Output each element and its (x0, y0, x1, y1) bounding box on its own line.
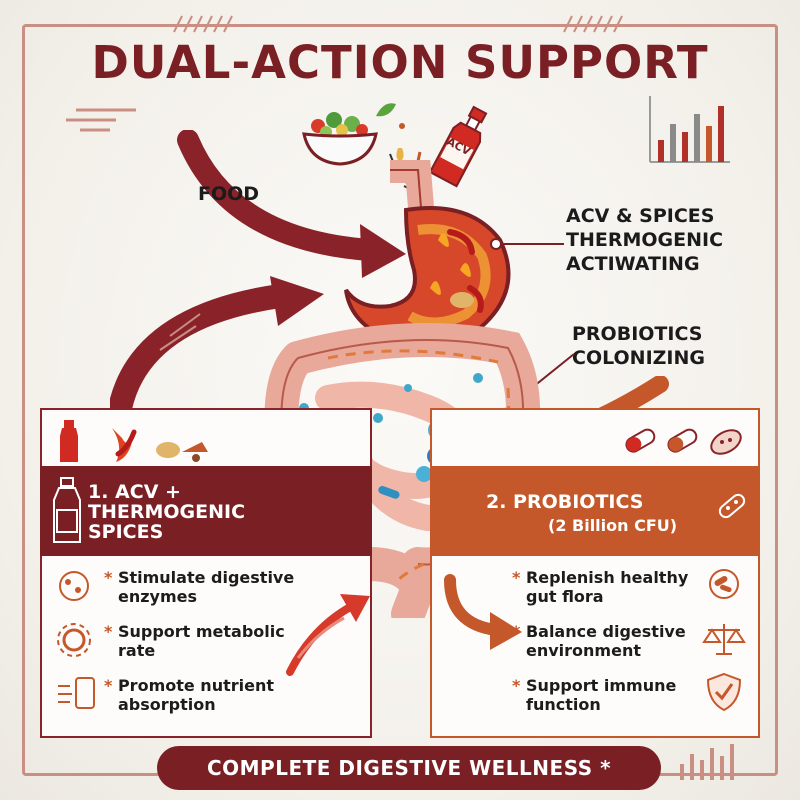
right-bullet-list: * Replenish healthy gut flora * Balance … (512, 568, 712, 718)
food-label: FOOD (198, 183, 260, 205)
right-bullet-1-line-1: Replenish healthy (525, 568, 689, 587)
right-bullet-3: * Support immune function (512, 676, 676, 714)
left-bullet-2-line-2: rate (118, 641, 156, 660)
capsule-bacteria-icons (625, 428, 742, 455)
acv-callout: ACV & SPICES THERMOGENIC ACTIWATING (566, 204, 723, 276)
left-bullet-3-line-2: absorption (118, 695, 216, 714)
acv-callout-line-2: THERMOGENIC (566, 229, 724, 251)
right-bullet-2-line-1: Balance digestive (525, 622, 686, 641)
cycle-arrow-up (110, 276, 324, 416)
left-bullet-1-line-1: Stimulate digestive (117, 568, 295, 587)
page-title: DUAL-ACTION SUPPORT (91, 36, 709, 89)
bullet-marker: * (104, 676, 113, 695)
acv-pointer (490, 238, 564, 250)
right-bullet-3-line-2: function (526, 695, 601, 714)
footer-banner: COMPLETE DIGESTIVE WELLNESS * (157, 746, 661, 790)
bacteria-outline-icon (718, 493, 746, 519)
left-bullet-1-line-2: enzymes (118, 587, 198, 606)
right-panel-header (430, 466, 760, 556)
right-bullet-2-line-2: environment (526, 641, 641, 660)
acv-spice-icons (60, 420, 208, 462)
decor-bar-chart-icon (649, 96, 730, 163)
left-panel-header (40, 466, 372, 556)
left-bullet-2: * Support metabolic rate (104, 622, 285, 660)
bullet-marker: * (104, 568, 113, 587)
absorption-icon (58, 677, 95, 709)
bullet-marker: * (512, 568, 521, 587)
bacteria-icon (709, 569, 739, 599)
enzyme-icon (59, 571, 89, 601)
swoosh-arrow (286, 594, 370, 676)
shield-check-icon (706, 672, 742, 712)
left-panel (40, 408, 372, 738)
left-bullet-3-line-1: Promote nutrient (117, 676, 274, 695)
right-heading-line-1: 2. PROBIOTICS (486, 491, 644, 513)
right-bullet-3-line-1: Support immune (525, 676, 677, 695)
balance-scale-icon (702, 624, 746, 655)
decor-hatch-left (173, 15, 233, 33)
decor-bar-chart-small-icon (680, 744, 734, 780)
right-heading-line-2: (2 Billion CFU) (548, 516, 678, 535)
acv-callout-line-3: ACTIWATING (566, 253, 700, 275)
left-bullet-1: * Stimulate digestive enzymes (104, 568, 294, 606)
food-arrow (177, 130, 406, 278)
acv-bottle-icon (428, 105, 488, 188)
salad-bowl-icon (302, 112, 378, 166)
left-bullet-2-line-1: Support metabolic (117, 622, 285, 641)
left-heading-line-1: 1. ACV + (88, 481, 181, 503)
left-bullet-icons (57, 571, 95, 709)
probiotics-callout-line-1: PROBIOTICS (572, 323, 703, 345)
probiotics-callout: PROBIOTICS COLONIZING (572, 322, 705, 370)
probiotics-callout-line-2: COLONIZING (572, 347, 705, 369)
bullet-marker: * (104, 622, 113, 641)
left-heading-line-3: SPICES (88, 521, 164, 543)
left-bullet-3: * Promote nutrient absorption (104, 676, 274, 714)
left-panel-heading: 1. ACV + THERMOGENIC SPICES (88, 482, 245, 542)
right-bullet-icons (702, 569, 746, 712)
left-heading-line-2: THERMOGENIC (88, 501, 246, 523)
left-bullet-list: * Stimulate digestive enzymes * Support … (104, 568, 364, 718)
decor-hatch-right (563, 15, 623, 33)
bottle-outline-icon (53, 477, 81, 543)
right-bullet-1-line-2: gut flora (526, 587, 604, 606)
bullet-marker: * (512, 676, 521, 695)
right-panel (430, 408, 760, 738)
right-panel-heading: 2. PROBIOTICS (2 Billion CFU) (486, 490, 677, 538)
right-bullet-2: * Balance digestive environment (512, 622, 686, 660)
right-bullet-1: * Replenish healthy gut flora (512, 568, 688, 606)
down-right-arrow (444, 574, 522, 650)
decor-lines (66, 108, 136, 132)
gear-icon (57, 623, 91, 657)
acv-callout-line-1: ACV & SPICES (566, 205, 715, 227)
herb-leaves-icon (376, 103, 405, 162)
